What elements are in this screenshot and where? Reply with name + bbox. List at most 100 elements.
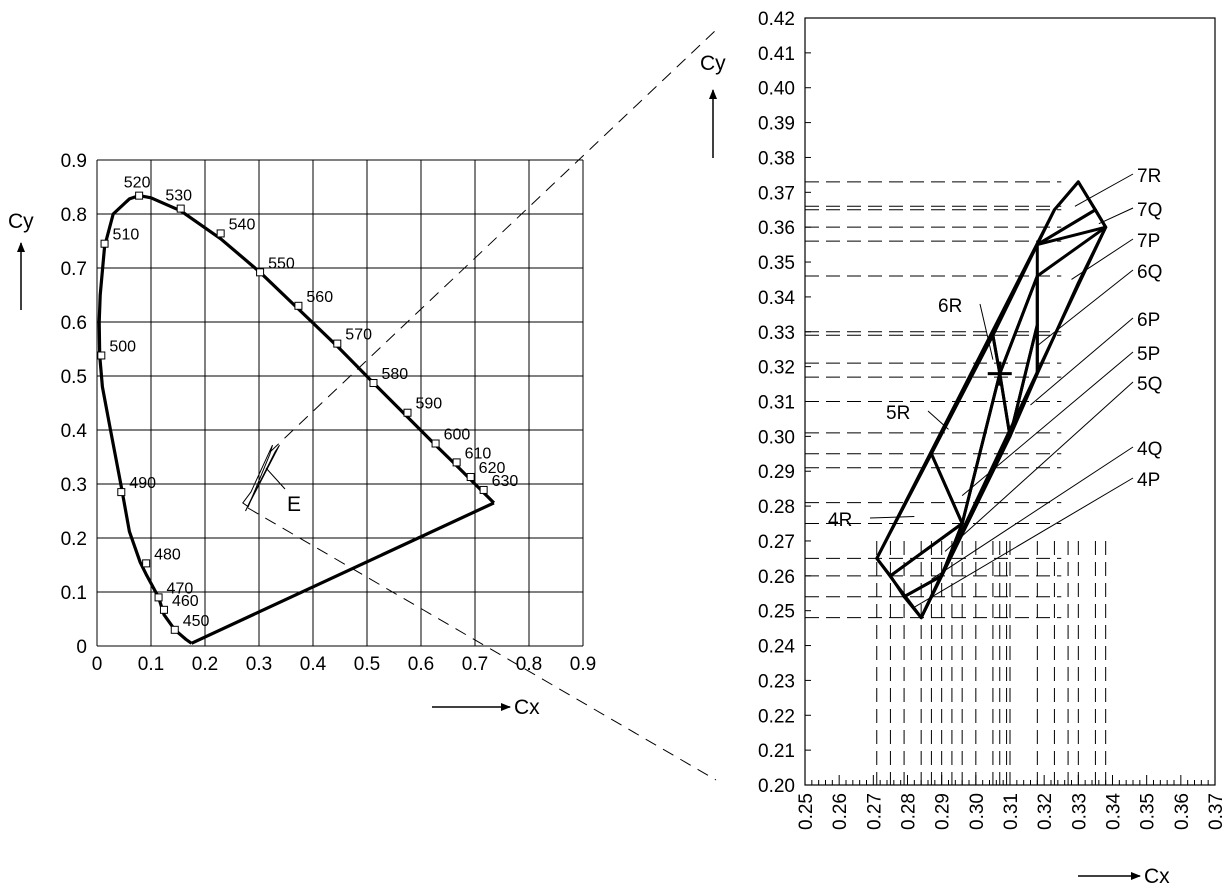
wavelength-marker-490 [117,488,126,497]
wavelength-marker-540 [216,229,225,238]
zoom-color-bins [875,180,1108,620]
wavelength-marker-560 [294,301,303,310]
wavelength-label-500: 500 [109,338,136,355]
cie-y-tick-0-2: 0.2 [61,529,87,550]
zoom-y-tick-0-29: 0.29 [758,462,795,483]
zoom-connector-lines [247,29,717,781]
zoom-y-tick-0-36: 0.36 [758,218,795,239]
bin-label-5p: 5P [1137,344,1160,365]
zoom-x-axis-label: Cx [1144,865,1170,888]
wavelength-label-590: 590 [416,396,443,413]
zoom-y-tick-0-41: 0.41 [758,44,795,65]
cie-y-tick-0-1: 0.1 [61,583,87,604]
zoom-outline-line [875,180,1108,620]
wavelength-label-620: 620 [479,460,506,477]
cie-x-tick-0-2: 0.2 [192,654,218,675]
wavelength-marker-570 [333,339,342,348]
bin-leader-7r [1074,173,1134,207]
bin-label-7q: 7Q [1137,200,1162,221]
zoom-connector-lower [247,507,717,781]
bin-label-5q: 5Q [1137,374,1162,395]
wavelength-label-630: 630 [492,473,519,490]
zoom-x-tick-0-37: 0.37 [1206,793,1227,830]
cie-tick-labels: 0 0.1 0.2 0.3 0.4 0.5 0.6 0.7 0.8 0.9 0 0.1 0.2 0.3 0.… [61,151,597,675]
cie-y-tick-0-9: 0.9 [61,151,87,172]
wavelength-label-470: 470 [167,580,194,597]
zoom-x-tick-0-34: 0.34 [1104,793,1125,830]
spectral-locus-line [97,194,496,645]
purple-line [190,501,495,645]
zoom-y-tick-0-38: 0.38 [758,148,795,169]
region-e [242,444,280,512]
bin-leader-6q [1037,269,1134,347]
zoom-y-tick-0-33: 0.33 [758,323,795,344]
zoom-y-tick-0-21: 0.21 [758,741,795,762]
wavelength-label-550: 550 [268,255,295,272]
zoom-y-tick-0-42: 0.42 [758,9,795,30]
bin-leader-4q [931,446,1134,580]
zoom-connector-upper [269,29,717,453]
region-e-label: E [287,493,301,516]
cie-x-tick-0-5: 0.5 [354,654,380,675]
wavelength-label-570: 570 [345,327,372,344]
cie-y-tick-0-5: 0.5 [61,367,87,388]
zoom-x-tick-0-25: 0.25 [796,793,817,830]
zoom-x-tick-0-27: 0.27 [864,793,885,830]
wavelength-marker-530 [176,204,185,213]
cie-x-tick-0-8: 0.8 [516,654,542,675]
spectral-locus [97,194,496,645]
wavelength-label-580: 580 [381,366,408,383]
zoom-y-tick-0-31: 0.31 [758,393,795,414]
zoom-tick-labels: 0.200.210.220.230.240.250.260.270.280.29… [758,9,1227,830]
wavelength-label-480: 480 [154,546,181,563]
cie-y-tick-0-7: 0.7 [61,259,87,280]
region-e-outline-1 [245,444,280,512]
bin-label-5r: 5R [886,403,910,424]
wavelength-markers: 4504604704804905005105205305405505605705… [97,175,519,634]
wavelength-label-540: 540 [229,216,256,233]
zoom-y-tick-0-39: 0.39 [758,114,795,135]
wavelength-label-610: 610 [465,445,492,462]
color-bin-7r [1035,180,1097,247]
bin-label-6q: 6Q [1137,262,1162,283]
zoom-x-tick-0-28: 0.28 [899,793,920,830]
wavelength-marker-590 [403,408,412,417]
zoom-y-tick-0-27: 0.27 [758,532,795,553]
wavelength-marker-580 [369,379,378,388]
cie-x-tick-0: 0 [92,654,103,675]
wavelength-label-560: 560 [306,289,333,306]
wavelength-label-510: 510 [113,227,140,244]
zoom-outline [875,180,1108,620]
zoom-y-tick-0-20: 0.20 [758,776,795,797]
bin-leader-6r [979,303,994,360]
cie-y-tick-0-6: 0.6 [61,313,87,334]
cie-y-tick-0-3: 0.3 [61,475,87,496]
zoom-x-tick-0-26: 0.26 [830,793,851,830]
wavelength-marker-550 [256,268,265,277]
bin-label-4p: 4P [1137,470,1160,491]
cie-x-tick-0-3: 0.3 [246,654,272,675]
zoom-y-tick-0-23: 0.23 [758,671,795,692]
zoom-y-tick-0-37: 0.37 [758,183,795,204]
cie-x-tick-0-1: 0.1 [138,654,164,675]
bin-label-7p: 7P [1137,231,1160,252]
bin-label-6r: 6R [938,296,962,317]
wavelength-label-460: 460 [172,593,199,610]
cie-x-axis-label: Cx [514,696,540,719]
zoom-y-tick-0-24: 0.24 [758,637,795,658]
zoom-x-tick-0-33: 0.33 [1069,793,1090,830]
cie-x-tick-0-9: 0.9 [570,654,596,675]
wavelength-marker-510 [100,239,109,248]
wavelength-marker-630 [479,485,488,494]
zoom-y-tick-0-35: 0.35 [758,253,795,274]
wavelength-label-490: 490 [129,475,156,492]
bin-label-4q: 4Q [1137,439,1162,460]
cie-y-tick-0: 0 [76,637,87,658]
zoom-x-tick-0-32: 0.32 [1035,793,1056,830]
wavelength-label-530: 530 [165,188,192,205]
cie-x-tick-0-6: 0.6 [408,654,434,675]
wavelength-marker-620 [466,472,475,481]
cie-y-tick-0-4: 0.4 [61,421,88,442]
